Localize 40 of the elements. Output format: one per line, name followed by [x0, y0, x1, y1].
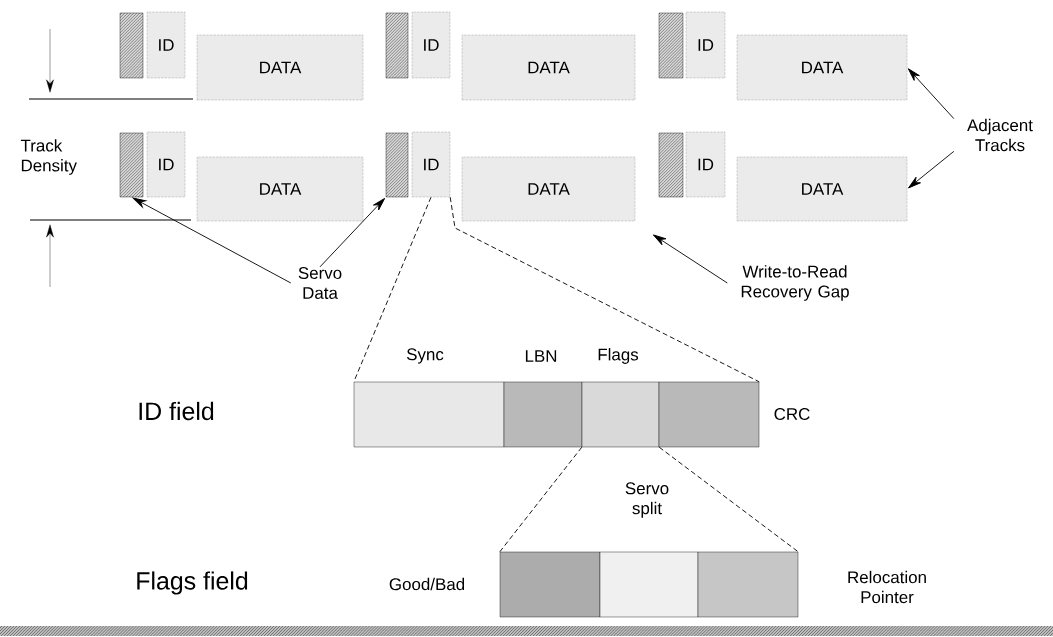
data-box: DATA — [461, 156, 636, 222]
callout-text: Adjacent Tracks — [967, 118, 1033, 152]
id-box: ID — [685, 131, 726, 198]
field-segment: Good/Bad — [389, 551, 601, 618]
zoom-line — [658, 446, 799, 553]
id-box: ID — [146, 11, 186, 79]
arrow — [907, 68, 955, 120]
arrow — [908, 150, 955, 189]
id-box: ID — [685, 11, 726, 79]
field-segment: Relocation Pointer — [697, 551, 926, 618]
field-label: ID field — [139, 401, 214, 421]
arrow — [652, 234, 728, 284]
data-box: DATA — [736, 34, 908, 101]
arrow — [319, 197, 386, 268]
node-label: Relocation Pointer — [848, 570, 926, 604]
field-segment: Sync — [353, 348, 505, 448]
node-label: LBN — [525, 350, 557, 362]
zoom-line — [449, 196, 760, 383]
field-segment: LBN — [503, 350, 583, 448]
node-label: Servo split — [625, 482, 669, 518]
data-box: DATA — [461, 34, 636, 101]
field-label: Flags field — [137, 571, 248, 595]
field-segment: Flags — [581, 348, 660, 448]
node-label: Good/Bad — [389, 577, 465, 591]
id-box: ID — [411, 11, 451, 79]
data-box: DATA — [196, 156, 364, 222]
data-box: DATA — [196, 34, 364, 101]
dimension-label: Track Density — [20, 139, 77, 175]
id-box: ID — [146, 131, 186, 198]
callout-text: Write-to-Read Recovery Gap — [741, 265, 849, 301]
id-box: ID — [411, 131, 451, 198]
node-label: Flags — [598, 348, 639, 364]
data-box: DATA — [736, 156, 908, 222]
field-segment: CRC — [658, 381, 810, 448]
node-label: CRC — [774, 408, 810, 420]
arrow — [132, 197, 292, 284]
field-segment: Servo split — [599, 482, 699, 618]
zoom-line — [499, 446, 583, 553]
node-label: Sync — [406, 348, 444, 364]
callout-text: Servo Data — [298, 267, 342, 299]
